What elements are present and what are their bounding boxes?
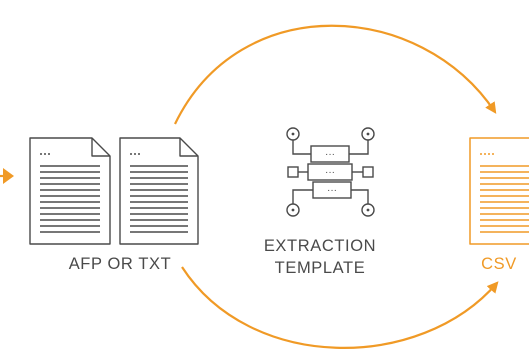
template-label-line-2: TEMPLATE bbox=[274, 259, 366, 277]
output-format-label: CSV bbox=[481, 255, 517, 273]
incoming-arrow-icon bbox=[0, 168, 14, 184]
upper-flow-arrow bbox=[174, 24, 497, 125]
template-label-line-1: EXTRACTION bbox=[263, 237, 377, 255]
document-icon bbox=[29, 137, 111, 245]
template-node-text: ··· bbox=[327, 185, 337, 196]
template-node-text: ··· bbox=[325, 149, 335, 160]
template-node-labels: ··· ··· ··· bbox=[325, 149, 337, 196]
extraction-template-icon bbox=[286, 127, 375, 217]
source-format-label: AFP OR TXT bbox=[68, 255, 172, 273]
extraction-template-label: EXTRACTION TEMPLATE bbox=[250, 235, 390, 279]
csv-document-icon bbox=[469, 137, 529, 245]
lower-flow-arrow bbox=[181, 266, 499, 349]
template-node-text: ··· bbox=[325, 167, 335, 178]
document-icon bbox=[119, 137, 199, 245]
